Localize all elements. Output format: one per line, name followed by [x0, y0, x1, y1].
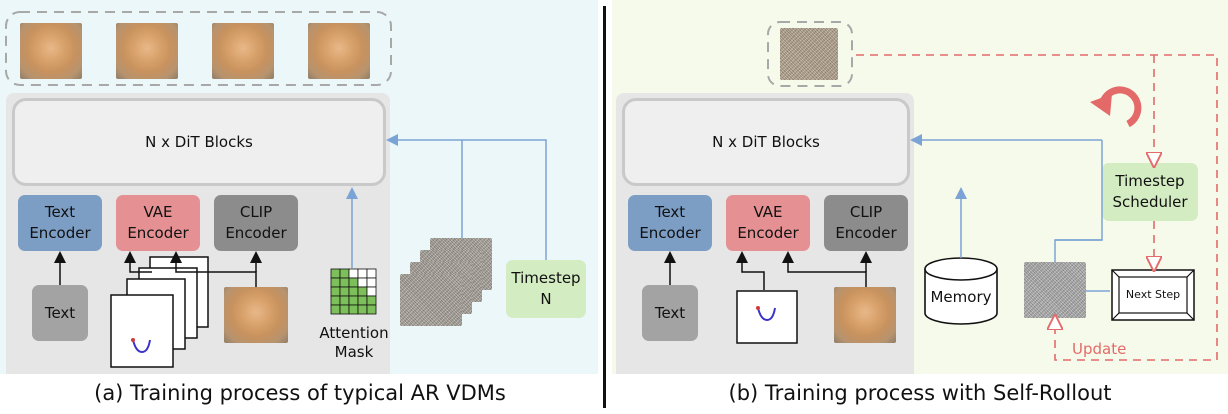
attention-mask-label-line2: Mask — [334, 343, 374, 361]
update-label: Update — [1072, 340, 1127, 358]
text-input-b: Text — [642, 285, 698, 341]
output-frame-3 — [212, 23, 274, 79]
connectors-b — [664, 54, 1218, 361]
output-frame-2 — [116, 23, 178, 79]
caption-a: (a) Training process of typical AR VDMs — [94, 381, 506, 405]
memory-label: Memory — [930, 288, 992, 306]
output-frame-b — [780, 28, 838, 80]
connectors-a — [54, 134, 547, 287]
attention-mask-label: Attention Mask — [306, 324, 402, 362]
memory-cylinder-icon — [924, 257, 998, 325]
reference-image-b — [834, 287, 896, 343]
timestep-scheduler: Timestep Scheduler — [1102, 163, 1198, 221]
caption-b: (b) Training process with Self-Rollout — [728, 381, 1112, 405]
mask-cell — [366, 304, 377, 315]
clip-encoder-b-line1: CLIP — [849, 203, 883, 221]
clip-encoder-b: CLIP Encoder — [824, 195, 908, 251]
vae-encoder-b-line2: Encoder — [737, 224, 799, 242]
sketch-frame-b — [736, 290, 798, 344]
next-step-label: Next Step — [1125, 288, 1181, 301]
dit-blocks-b: N x DiT Blocks — [622, 98, 910, 186]
sketch-frames-stack-a — [110, 256, 209, 368]
attention-mask-grid — [330, 268, 377, 315]
clip-encoder-a-line2: Encoder — [225, 224, 287, 242]
text-input-b-label: Text — [654, 303, 686, 322]
vae-encoder-b-line1: VAE — [753, 203, 783, 221]
panel-divider — [603, 6, 606, 408]
noisy-frame-b — [1024, 262, 1086, 318]
timestep-scheduler-line2: Scheduler — [1112, 193, 1188, 211]
dit-blocks-a: N x DiT Blocks — [12, 98, 386, 186]
timestep-scheduler-line1: Timestep — [1115, 172, 1185, 190]
text-encoder-a: Text Encoder — [18, 195, 102, 251]
dit-blocks-b-label: N x DiT Blocks — [712, 133, 820, 151]
vae-encoder-b: VAE Encoder — [726, 195, 810, 251]
text-encoder-a-line2: Encoder — [29, 224, 91, 242]
text-encoder-b-line2: Encoder — [639, 224, 701, 242]
vae-encoder-a-line1: VAE — [143, 203, 173, 221]
dit-blocks-a-label: N x DiT Blocks — [145, 133, 253, 151]
clip-encoder-a: CLIP Encoder — [214, 195, 298, 251]
text-encoder-b: Text Encoder — [628, 195, 712, 251]
timestep-a: Timestep N — [506, 260, 586, 318]
output-frame-4 — [308, 23, 370, 79]
vae-encoder-a-line2: Encoder — [127, 224, 189, 242]
output-frames-box-a — [5, 11, 392, 86]
text-encoder-b-line1: Text — [654, 203, 686, 221]
rollout-arrow-icon — [1090, 86, 1142, 128]
output-frame-1 — [20, 23, 82, 79]
attention-mask-label-line1: Attention — [319, 324, 389, 342]
text-input-a-label: Text — [44, 303, 76, 322]
timestep-a-line1: Timestep — [511, 269, 581, 287]
next-step-frame-icon — [1111, 269, 1195, 321]
clip-encoder-a-line1: CLIP — [239, 203, 273, 221]
clip-encoder-b-line2: Encoder — [835, 224, 897, 242]
text-input-a: Text — [32, 285, 88, 341]
reference-image-a — [224, 287, 288, 343]
timestep-a-line2: N — [540, 290, 552, 308]
vae-encoder-a: VAE Encoder — [116, 195, 200, 251]
text-encoder-a-line1: Text — [44, 203, 76, 221]
noisy-frame-a-1 — [400, 274, 462, 326]
